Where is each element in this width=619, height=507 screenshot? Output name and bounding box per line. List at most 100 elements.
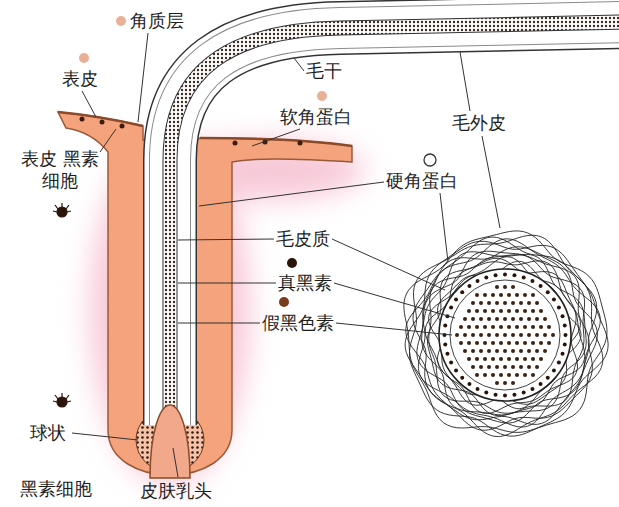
pigment-dot xyxy=(495,301,499,305)
pigment-dot xyxy=(467,341,471,345)
pigment-dot xyxy=(495,365,499,369)
pigment-dot xyxy=(475,325,479,329)
pigment-dot xyxy=(491,325,495,329)
pigment-dot xyxy=(530,279,534,283)
pigment-dot xyxy=(515,293,519,297)
cuticle-mesh xyxy=(404,231,608,437)
legend-icons xyxy=(79,16,436,307)
pigment-dot xyxy=(503,349,507,353)
pigment-dot xyxy=(531,309,535,313)
pigment-dot xyxy=(455,333,459,337)
pigment-dot xyxy=(519,349,523,353)
pigment-dot xyxy=(543,349,547,353)
part-label: 真黑素 xyxy=(278,272,332,294)
pigment-dot xyxy=(539,341,543,345)
pigment-dot xyxy=(479,317,483,321)
pigment-dot xyxy=(523,309,527,313)
pigment-dot xyxy=(454,369,458,373)
pigment-dot xyxy=(564,333,568,337)
pigment-dot xyxy=(503,381,507,385)
pigment-dot xyxy=(557,306,561,310)
pigment-dot xyxy=(463,317,467,321)
pigment-dot xyxy=(547,325,551,329)
dermal-papilla xyxy=(150,405,190,478)
pigment-dot xyxy=(539,284,543,288)
pigment-dot xyxy=(495,381,499,385)
epidermis-surface xyxy=(200,138,352,146)
pigment-dot xyxy=(483,341,487,345)
melanocyte-icon xyxy=(53,203,71,217)
pigment-dot xyxy=(511,317,515,321)
pigment-dot xyxy=(499,309,503,313)
mesh-strand xyxy=(422,251,585,415)
pigment-dot xyxy=(519,333,523,337)
pigment-dot xyxy=(484,275,488,279)
pigment-dot xyxy=(475,341,479,345)
mesh-strand xyxy=(404,231,607,432)
pigment-dot xyxy=(523,373,527,377)
pigment-dot xyxy=(479,333,483,337)
pigment-dot xyxy=(503,301,507,305)
pigment-dot xyxy=(487,365,491,369)
pigment-dot xyxy=(539,309,543,313)
pigment-dot xyxy=(460,290,464,294)
pigment-dot xyxy=(471,301,475,305)
pigment-dot xyxy=(523,341,527,345)
pigment-dot xyxy=(546,290,550,294)
part-label: 软角蛋白 xyxy=(280,106,352,128)
pigment-dot xyxy=(479,349,483,353)
pigment-dot xyxy=(483,293,487,297)
pigment-dot xyxy=(551,333,555,337)
pigment-dot xyxy=(561,314,565,318)
pigment-dot xyxy=(491,293,495,297)
mesh-strand xyxy=(405,241,603,436)
pigment-dot xyxy=(531,341,535,345)
pigment-dot xyxy=(535,333,539,337)
pigment-dot xyxy=(511,349,515,353)
pigment-dot xyxy=(471,349,475,353)
pigment-dot xyxy=(503,317,507,321)
pigment-dot xyxy=(531,325,535,329)
pigment-dot xyxy=(491,357,495,361)
pigment-dot xyxy=(511,285,515,289)
pigment-dot xyxy=(449,306,453,310)
pigment-dot xyxy=(479,365,483,369)
pigment-dot xyxy=(491,309,495,313)
pigment-dot xyxy=(443,324,447,328)
cortex-cross-section xyxy=(439,269,571,401)
part-label: 表皮 xyxy=(62,68,98,90)
pigment-dot xyxy=(476,279,480,283)
follicle-sheath xyxy=(58,112,352,475)
pigment-dot xyxy=(543,317,547,321)
pigment-dot xyxy=(459,341,463,345)
part-label: 毛皮质 xyxy=(276,228,330,250)
pigment-dot xyxy=(552,369,556,373)
pigment-dot xyxy=(503,333,507,337)
pigment-dot xyxy=(483,309,487,313)
pigment-dot xyxy=(515,357,519,361)
pigment-dot xyxy=(515,373,519,377)
pigment-dot xyxy=(523,293,527,297)
pigment-dot xyxy=(511,365,515,369)
pigment-dot xyxy=(511,381,515,385)
pigment-dot xyxy=(539,325,543,329)
pigment-dot xyxy=(479,301,483,305)
part-label: 表皮 黑素细胞 xyxy=(18,148,102,192)
pigment-dot xyxy=(535,317,539,321)
pigment-dot xyxy=(459,325,463,329)
pigment-dot xyxy=(515,325,519,329)
pigment-dot xyxy=(449,360,453,364)
pigment-dot xyxy=(499,341,503,345)
pigment-dot xyxy=(483,357,487,361)
pigment-dot xyxy=(512,393,516,397)
pigment-dot xyxy=(503,365,507,369)
pigment-dot xyxy=(463,333,467,337)
part-label: 硬角蛋白 xyxy=(386,170,458,192)
part-label: 毛干 xyxy=(306,60,342,82)
pigment-dot xyxy=(443,342,447,346)
pigment-dot xyxy=(495,333,499,337)
mesh-strand xyxy=(417,252,589,423)
pigment-dot xyxy=(519,365,523,369)
pigment-dot xyxy=(487,333,491,337)
cortex-inner-outline xyxy=(450,280,560,390)
